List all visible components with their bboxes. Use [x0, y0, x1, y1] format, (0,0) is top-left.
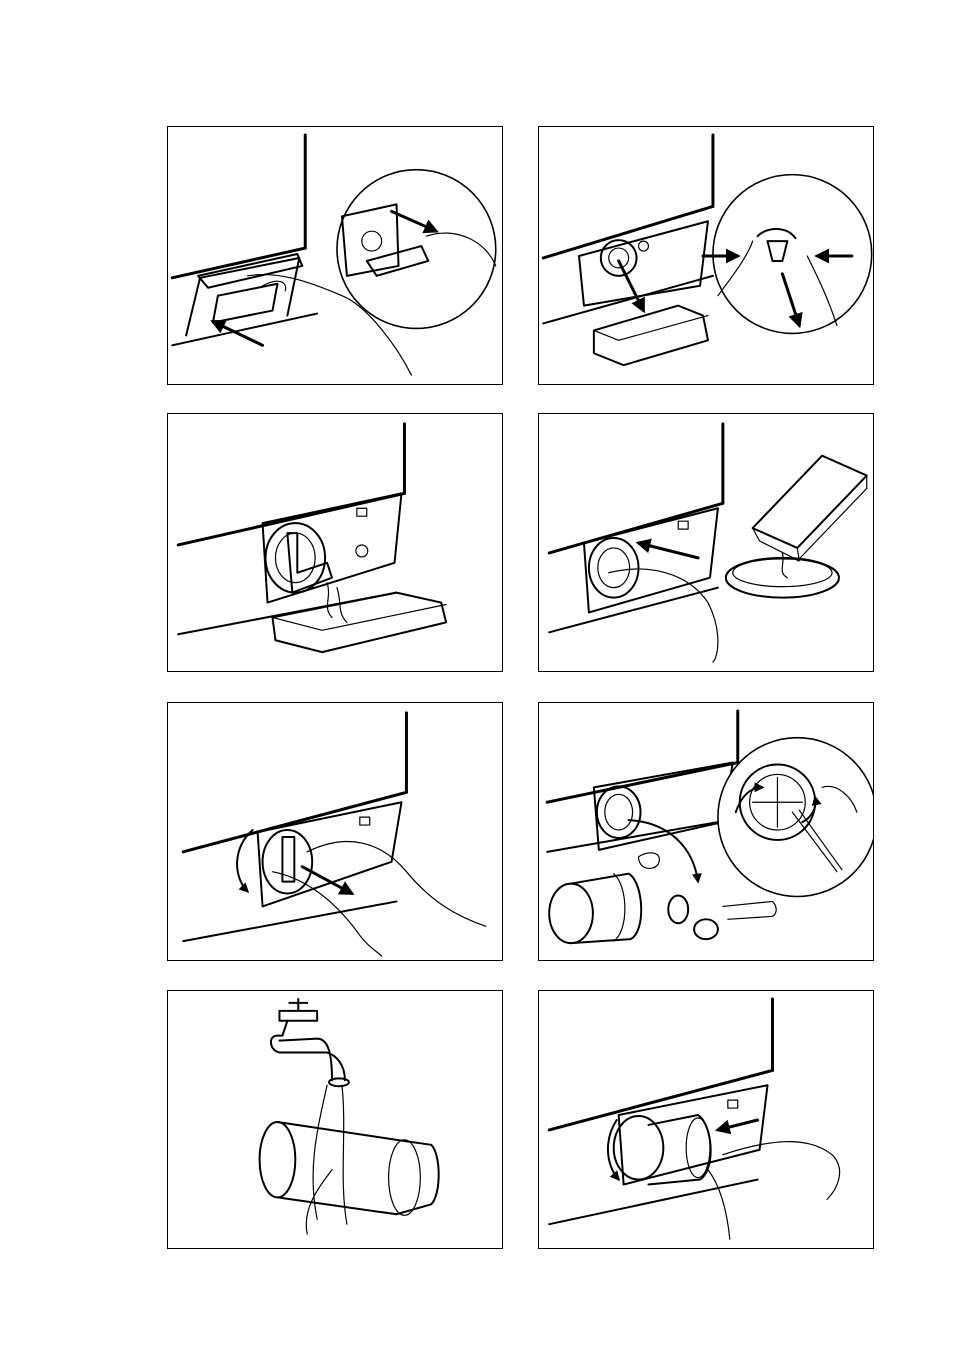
figure-empty-container [538, 413, 874, 672]
clean-filter-housing-illustration [539, 703, 873, 960]
detail-zoom-circle [713, 175, 872, 334]
figure-rinse-filter [167, 990, 503, 1249]
figure-open-flap [167, 126, 503, 385]
figure-drain-water [167, 413, 503, 672]
rinse-filter-illustration [168, 991, 502, 1248]
empty-container-illustration [539, 414, 873, 671]
drain-water-illustration [168, 414, 502, 671]
figure-reinsert-filter [538, 990, 874, 1249]
pull-drain-hose-illustration [539, 127, 873, 384]
detail-zoom-circle [337, 170, 496, 329]
figure-clean-filter-housing [538, 702, 874, 961]
push-arrow [213, 321, 263, 345]
unscrew-filter-illustration [168, 703, 502, 960]
open-flap-illustration [168, 127, 502, 384]
figure-pull-drain-hose [538, 126, 874, 385]
figure-unscrew-filter [167, 702, 503, 961]
reinsert-filter-illustration [539, 991, 873, 1248]
